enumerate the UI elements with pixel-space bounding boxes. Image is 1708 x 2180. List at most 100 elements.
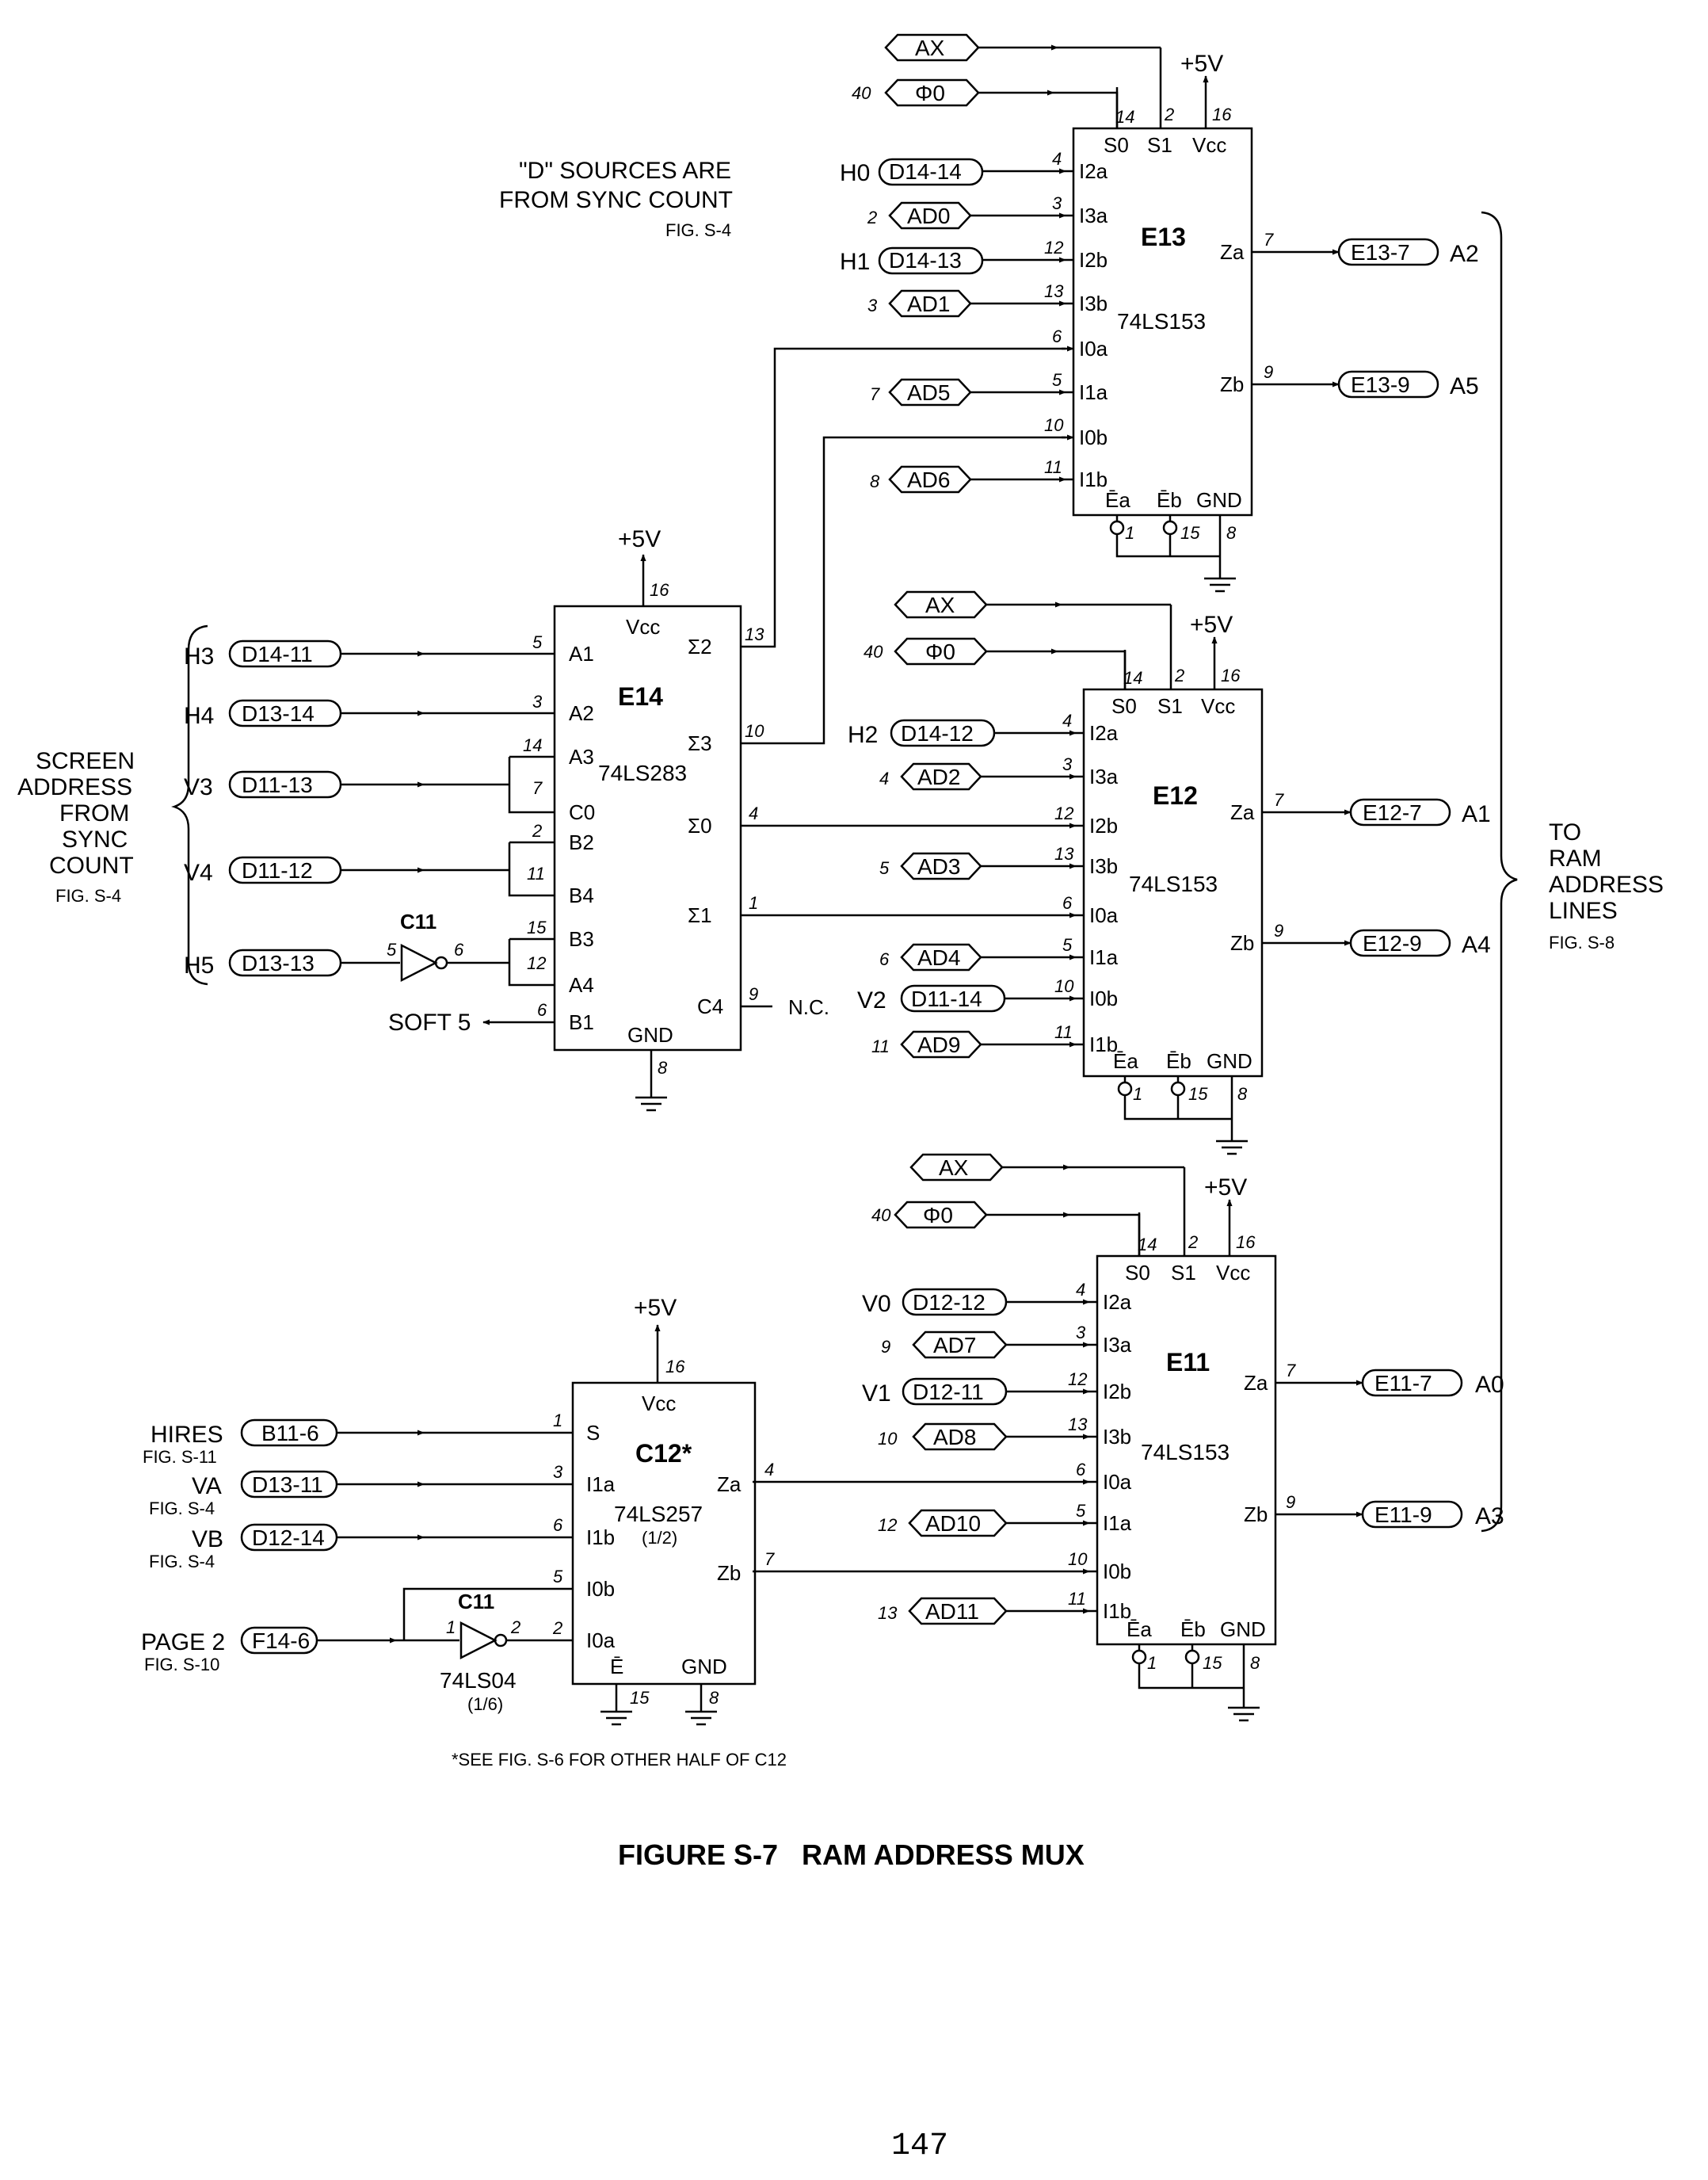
e11-pn-2: 2: [1188, 1232, 1198, 1252]
label-hires-ref: FIG. S-11: [143, 1447, 217, 1467]
e11-pin-s1: S1: [1171, 1261, 1196, 1285]
label-v2: V2: [857, 987, 886, 1014]
figure-title: FIGURE S-7 RAM ADDRESS MUX: [618, 1838, 1085, 1871]
e14-pin-s3: Σ3: [688, 731, 712, 755]
e13-num-2: 2: [867, 208, 877, 227]
label-v3: V3: [184, 774, 213, 800]
e14-pin-s1: Σ1: [688, 903, 712, 927]
sig-e12-9: E12-9: [1363, 931, 1422, 956]
e14-name: E14: [618, 682, 663, 711]
e12-pin-i2a: I2a: [1089, 721, 1119, 745]
e14-pin-c0: C0: [569, 800, 595, 824]
c11a-pn-6: 6: [454, 940, 464, 960]
c11a-pn-5: 5: [387, 940, 397, 960]
e14-pn-8: 8: [658, 1058, 668, 1078]
sig-d13-11: D13-11: [252, 1472, 323, 1497]
e12-pin-gnd: GND: [1207, 1049, 1252, 1073]
label-v4: V4: [184, 860, 213, 886]
e13-pn-3: 3: [1052, 193, 1062, 213]
note-ram-1: TO: [1549, 819, 1581, 846]
e12-pn-9: 9: [1274, 921, 1283, 941]
e11-pin-i1a: I1a: [1103, 1511, 1132, 1535]
e14-pin-a2: A2: [569, 701, 594, 725]
e13-pn-10: 10: [1044, 415, 1064, 435]
e11-chip: [1096, 1254, 1277, 1646]
e13-num-3: 3: [867, 296, 878, 315]
e12-num-4: 4: [879, 769, 889, 788]
e13-pin-i1b: I1b: [1079, 468, 1108, 491]
e13-pin-i2a: I2a: [1079, 159, 1108, 183]
e12-pin-vcc: Vcc: [1201, 694, 1235, 718]
e14-pn-16: 16: [650, 580, 669, 600]
e12-pin-za: Za: [1230, 800, 1255, 824]
label-a5: A5: [1450, 373, 1479, 399]
e11-pin-i3a: I3a: [1103, 1333, 1132, 1357]
e12-type: 74LS153: [1129, 872, 1218, 896]
e12-pin-ea: Ēa: [1113, 1049, 1138, 1073]
c12-pn-5: 5: [553, 1567, 563, 1586]
e11-pn-13: 13: [1068, 1415, 1088, 1434]
e14-pin-vcc: Vcc: [626, 615, 660, 639]
sig-e13-9: E13-9: [1351, 372, 1410, 397]
e13-pin-zb: Zb: [1220, 372, 1244, 396]
sig-ad3: AD3: [917, 854, 960, 879]
e12-pn-8: 8: [1237, 1084, 1248, 1104]
sig-ad7: AD7: [933, 1333, 976, 1357]
e12-num-6: 6: [879, 949, 890, 969]
sig-ad6: AD6: [907, 468, 950, 492]
sig-ad10: AD10: [925, 1511, 981, 1536]
note-screen-1: SCREEN: [36, 748, 135, 774]
c12-pin-s: S: [586, 1421, 600, 1445]
c12-pn-8: 8: [709, 1688, 719, 1708]
sig-ad4: AD4: [917, 945, 960, 970]
e14-pn-1: 1: [749, 893, 758, 913]
e13-type: 74LS153: [1117, 309, 1206, 334]
c12-pn-1: 1: [553, 1411, 562, 1430]
label-a0: A0: [1475, 1372, 1504, 1398]
e13-chip: [1072, 127, 1253, 517]
e14-pin-a4: A4: [569, 973, 594, 997]
e14-pn-14: 14: [523, 735, 542, 755]
e14-chip: [553, 605, 742, 1052]
label-soft5: SOFT 5: [388, 1010, 471, 1036]
label-page2-ref: FIG. S-10: [144, 1655, 219, 1674]
sig-d12-12: D12-12: [913, 1290, 986, 1315]
c12-pin-gnd: GND: [681, 1655, 727, 1678]
e12-pin-eb: Ēb: [1166, 1049, 1191, 1073]
sig-phi0-e12: Φ0: [925, 639, 955, 664]
e11-pn-8: 8: [1250, 1653, 1260, 1673]
e14-plus5v: +5V: [618, 526, 661, 552]
e11-type: 74LS153: [1141, 1440, 1230, 1464]
e13-pn-6: 6: [1052, 326, 1062, 346]
e14-pin-b4: B4: [569, 884, 594, 907]
e14-pn-11: 11: [527, 864, 545, 884]
c12-type: 74LS257: [614, 1502, 703, 1526]
sig-f14-6: F14-6: [252, 1628, 310, 1653]
label-v0: V0: [862, 1291, 891, 1317]
c12-footnote: *SEE FIG. S-6 FOR OTHER HALF OF C12: [452, 1750, 787, 1770]
e11-pn-16: 16: [1236, 1232, 1256, 1252]
e13-pin-za: Za: [1220, 240, 1245, 264]
e13-pn-16: 16: [1212, 105, 1232, 124]
e11-pin-i3b: I3b: [1103, 1425, 1131, 1449]
e11-pin-eb: Ēb: [1180, 1617, 1206, 1641]
c12-pn-7: 7: [764, 1549, 775, 1569]
e12-pin-i0a: I0a: [1089, 903, 1119, 927]
e11-pn-11: 11: [1068, 1589, 1086, 1609]
e12-chip: [1082, 688, 1264, 1078]
note-screen-ref: FIG. S-4: [55, 886, 121, 906]
sig-d13-13: D13-13: [242, 951, 315, 975]
c12-pn-6: 6: [553, 1515, 563, 1535]
e12-pn-13: 13: [1054, 844, 1074, 864]
label-h1: H1: [840, 249, 870, 275]
sig-d14-13: D14-13: [889, 248, 962, 273]
e11-num-40: 40: [871, 1205, 891, 1225]
sig-d12-14: D12-14: [252, 1525, 325, 1550]
c12-pin-e: Ē: [610, 1655, 623, 1678]
e13-num-8: 8: [870, 472, 880, 491]
e12-num-11: 11: [871, 1037, 890, 1056]
label-a1: A1: [1462, 801, 1491, 827]
sig-d14-12: D14-12: [901, 721, 974, 746]
e11-pn-10: 10: [1068, 1549, 1088, 1569]
